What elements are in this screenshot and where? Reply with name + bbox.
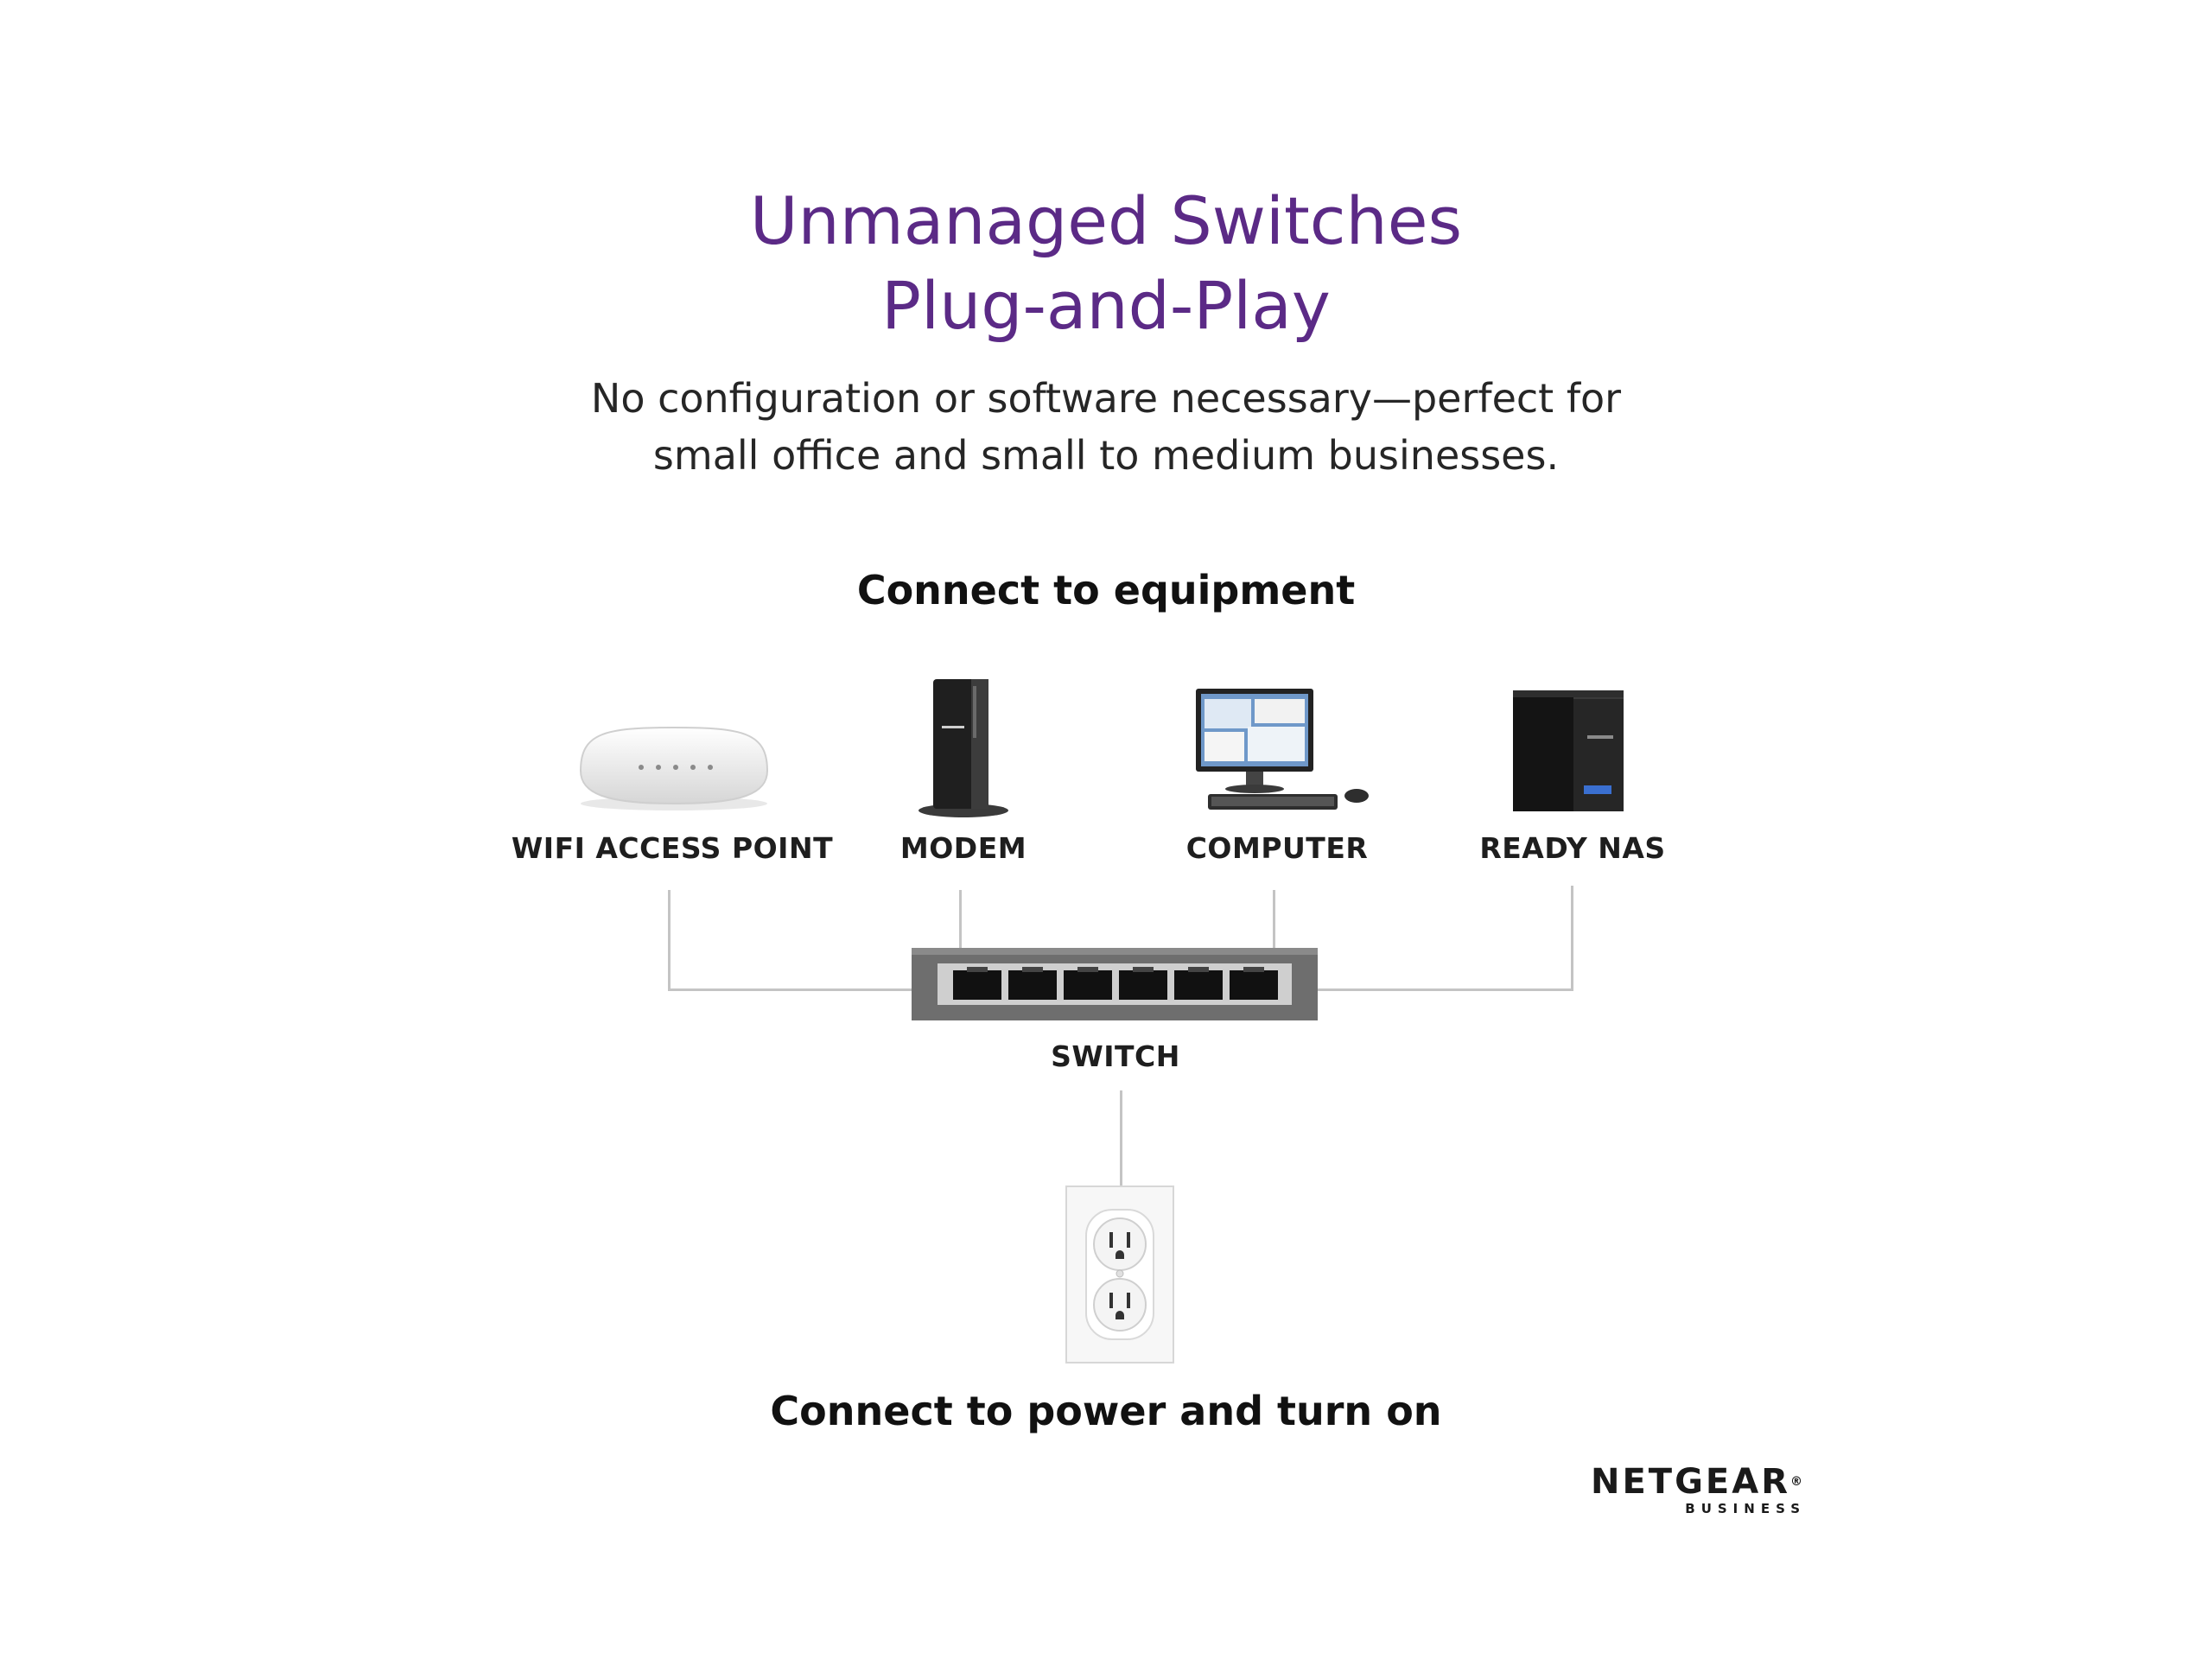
connector-nas-horizontal [1315,988,1573,991]
heading-connect-equipment: Connect to equipment [856,567,1356,613]
subtitle-line-2: small office and small to medium busines… [652,432,1560,479]
label-modem: MODEM [899,831,1027,865]
nas-icon [1513,690,1624,811]
modem-icon [918,679,1008,817]
power-outlet-icon [1065,1185,1174,1363]
title-line-2: Plug-and-Play [881,267,1331,344]
content-panel [461,0,1751,1659]
connector-wifi-horizontal [668,988,916,991]
label-wifi-access-point: WIFI ACCESS POINT [511,831,834,865]
logo-tagline: BUSINESS [1685,1501,1806,1516]
connector-computer [1273,890,1275,950]
label-computer: COMPUTER [1185,831,1369,865]
label-switch: SWITCH [1051,1039,1180,1073]
connector-power [1120,1090,1122,1188]
heading-connect-power: Connect to power and turn on [770,1388,1442,1434]
title-line-1: Unmanaged Switches [749,182,1463,259]
wifi-access-point-icon [579,726,769,810]
netgear-business-logo: NETGEAR® BUSINESS [1590,1463,1802,1516]
subtitle-line-1: No configuration or software necessary—p… [590,375,1622,422]
connector-nas-vertical [1571,886,1573,991]
switch-icon [912,948,1318,1020]
connector-wifi-vertical [668,890,671,991]
label-ready-nas: READY NAS [1479,831,1666,865]
logo-brand: NETGEAR® [1591,1462,1802,1502]
connector-modem [959,890,962,950]
computer-icon [1196,689,1369,810]
